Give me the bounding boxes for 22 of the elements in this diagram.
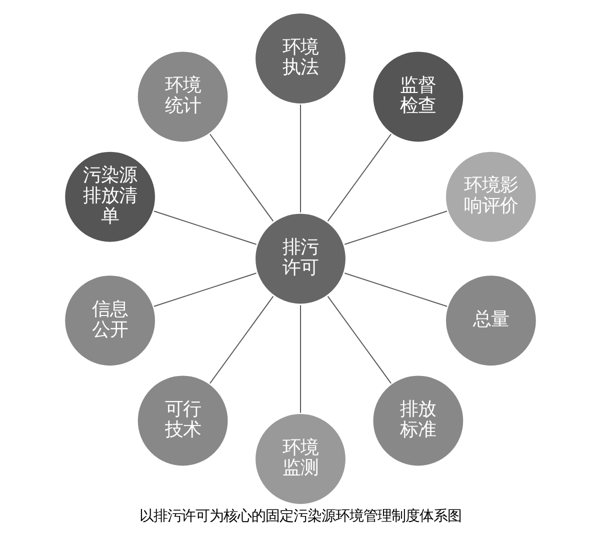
connector (326, 296, 391, 384)
connector (153, 210, 256, 245)
connector (209, 296, 274, 384)
node-circle: 环境执法 (253, 12, 347, 106)
connector (300, 104, 301, 212)
node-circle: 排放标准 (370, 374, 465, 468)
caption: 以排污许可为核心的固定污染源环境管理制度体系图 (139, 508, 462, 524)
node-circle: 监督检查 (370, 50, 465, 144)
node-circle: 信息公开 (62, 274, 157, 368)
connector (153, 272, 256, 307)
node-circle: 排污许可 (253, 212, 347, 306)
connector (326, 134, 391, 222)
connector (344, 210, 447, 245)
node-circle: 环境影响评价 (443, 150, 538, 244)
connector (209, 134, 274, 222)
connector (300, 305, 301, 413)
node-circle: 可行技术 (135, 374, 230, 468)
node-circle: 污染源排放清单 (62, 150, 157, 244)
node-circle: 环境统计 (135, 50, 230, 144)
connector (344, 272, 447, 307)
node-circle: 总量 (443, 274, 538, 368)
node-circle: 环境监测 (253, 412, 347, 506)
